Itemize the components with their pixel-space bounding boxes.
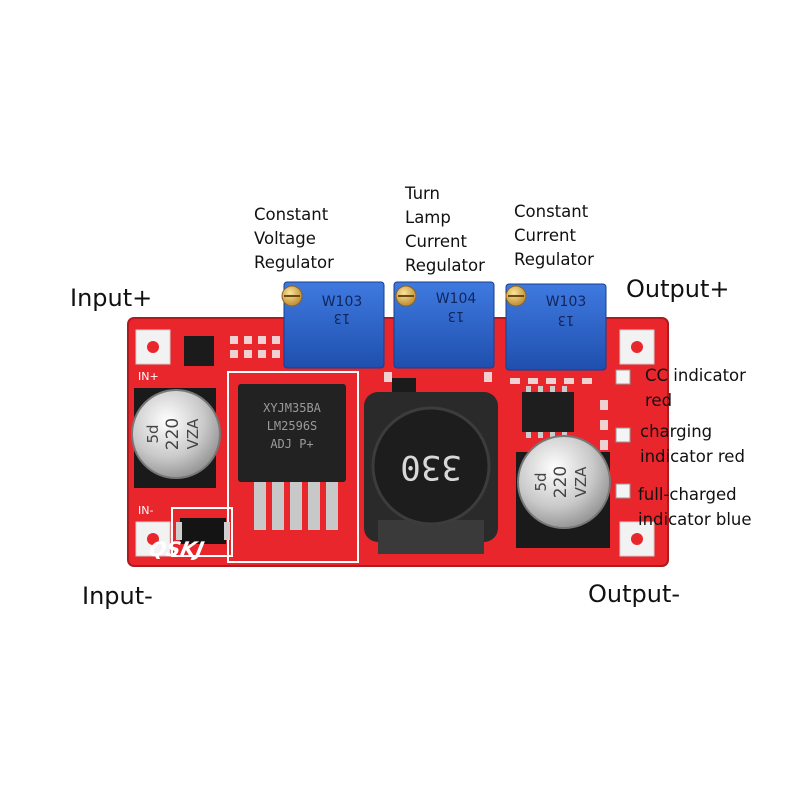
label-cc-regulator: Constant Current Regulator xyxy=(514,202,594,269)
label-cc-indicator: CC indicator red xyxy=(645,366,746,410)
pot-left-code: W103 xyxy=(322,294,363,310)
pot-right-code: W103 xyxy=(546,294,587,310)
label-input-plus: Input+ xyxy=(70,284,153,312)
capacitor-left: 5d 220 VZA xyxy=(131,388,221,488)
inductor: 330 xyxy=(364,392,498,554)
capacitor-right: 5d 220 VZA xyxy=(516,435,611,548)
smd-transistor xyxy=(392,378,416,396)
label-charging-indicator: charging indicator red xyxy=(640,422,745,466)
led-cc-indicator xyxy=(615,369,631,385)
pad-in-plus-text: IN+ xyxy=(138,370,159,383)
cap-left-line3: VZA xyxy=(184,418,202,450)
label-output-minus: Output- xyxy=(588,580,681,608)
label-input-minus: Input- xyxy=(82,582,153,610)
label-turn-lamp-regulator: Turn Lamp Current Regulator xyxy=(405,184,485,275)
led-charging-indicator xyxy=(615,427,631,443)
regulator-ic: XYJM35BA LM2596S ADJ P+ xyxy=(238,384,346,530)
op-amp-chip xyxy=(522,392,574,432)
mount-pad-bottom-left xyxy=(135,521,171,557)
ic-line1: XYJM35BA xyxy=(263,401,322,415)
brand-silkscreen: QSKJ xyxy=(147,537,207,561)
potentiometer-middle[interactable]: W104 13 xyxy=(393,281,495,369)
potentiometer-left[interactable]: W103 13 xyxy=(281,281,385,369)
cap-left-line2: 220 xyxy=(163,418,183,450)
smd-diode xyxy=(184,336,214,366)
ic-line2: LM2596S xyxy=(267,419,318,433)
potentiometer-right[interactable]: W103 13 xyxy=(505,283,607,371)
mount-pad-bottom-right xyxy=(619,521,655,557)
pad-in-minus-text: IN- xyxy=(138,504,153,517)
cap-left-line1: 5d xyxy=(144,424,162,443)
label-output-plus: Output+ xyxy=(626,275,730,303)
label-cv-regulator: Constant Voltage Regulator xyxy=(254,205,334,272)
pot-left-sub: 13 xyxy=(334,310,351,325)
led-full-charged-indicator xyxy=(615,483,631,499)
pot-middle-code: W104 xyxy=(436,291,477,307)
pot-middle-sub: 13 xyxy=(448,308,465,323)
ic-line3: ADJ P+ xyxy=(270,437,313,451)
smd-schottky-diode xyxy=(180,518,226,544)
cap-right-line2: 220 xyxy=(551,466,571,498)
cap-right-line1: 5d xyxy=(532,472,550,491)
cap-right-line3: VZA xyxy=(572,466,590,498)
label-full-charged-indicator: full-charged indicator blue xyxy=(638,485,752,529)
inductor-value: 330 xyxy=(400,447,461,487)
pot-right-sub: 13 xyxy=(558,312,575,327)
